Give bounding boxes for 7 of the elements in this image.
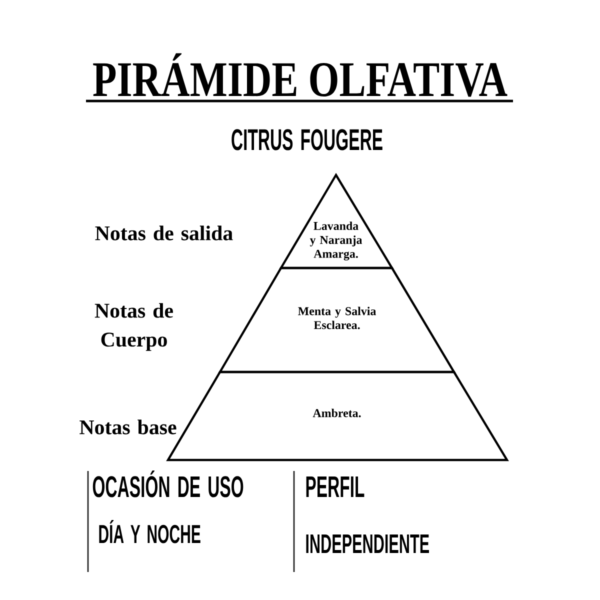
section-value: DÍA Y NOCHE bbox=[99, 520, 200, 544]
tier-label: Notas de Cuerpo bbox=[94, 303, 173, 351]
section-value: INDEPENDIENTE bbox=[306, 534, 429, 553]
title: PIRÁMIDE OLFATIVA bbox=[93, 53, 508, 97]
tier-label: Notas base bbox=[80, 420, 176, 434]
section-heading: OCASIÓN DE USO bbox=[92, 470, 244, 498]
tier-label: Notas de salida bbox=[95, 226, 233, 240]
